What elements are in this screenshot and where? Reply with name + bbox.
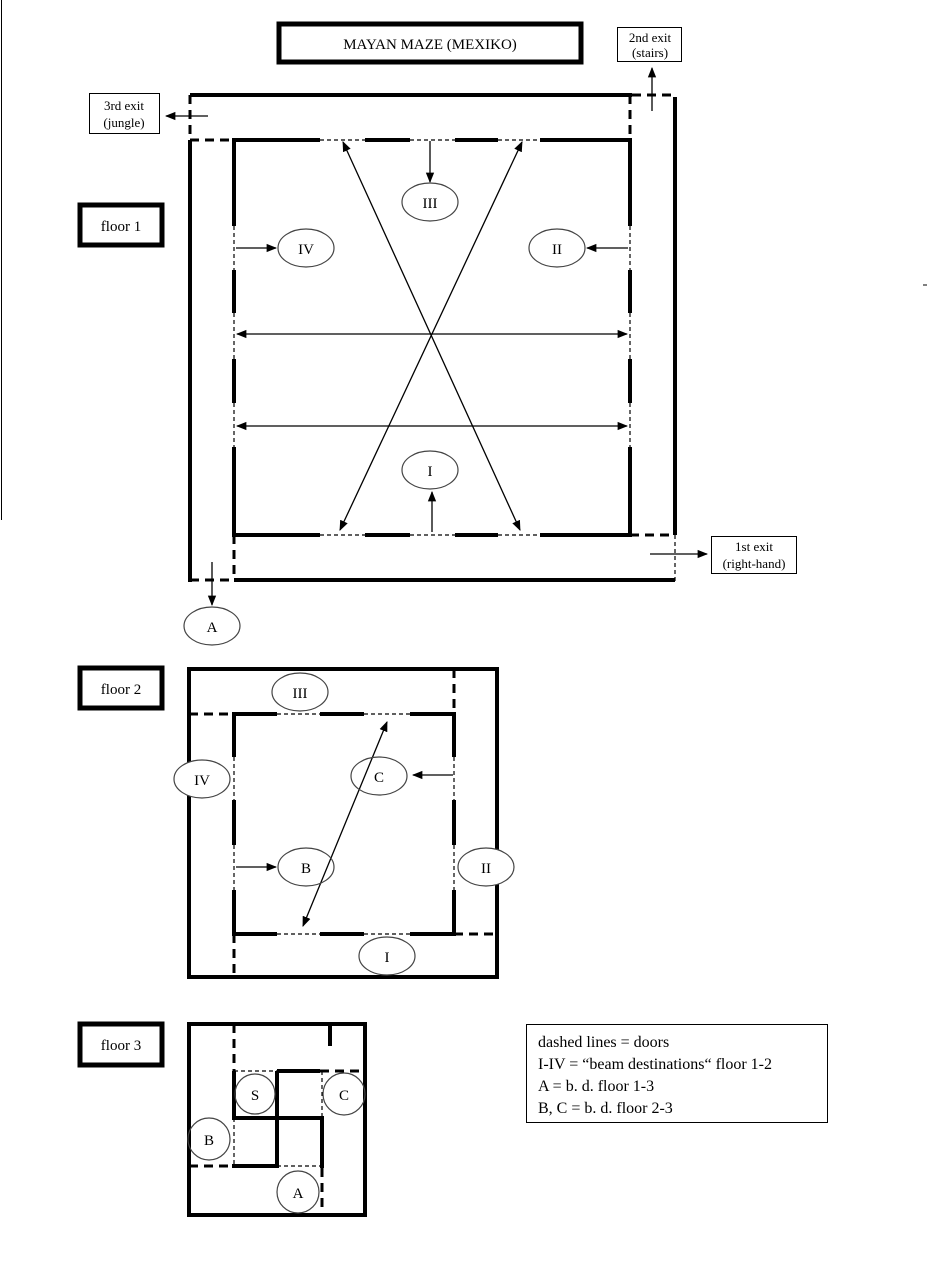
destination-A: A [276, 1170, 320, 1214]
svg-text:II: II [481, 861, 491, 877]
destination-II: II [457, 847, 515, 887]
page-title: MAYAN MAZE (MEXIKO) [343, 37, 517, 53]
svg-text:I: I [385, 950, 390, 966]
svg-text:A: A [207, 620, 218, 636]
floor-3-destinations: S C B A [187, 1072, 366, 1214]
exit-1st-box: 1st exit (right-hand) [711, 536, 797, 574]
legend-box: dashed lines = doors I-IV = “beam destin… [526, 1024, 828, 1123]
svg-text:(stairs): (stairs) [632, 45, 668, 60]
floor-2-plan [187, 667, 499, 979]
destination-C: C [350, 756, 408, 796]
destination-C: C [322, 1072, 366, 1116]
floor-1-arrows [164, 66, 709, 607]
exit-3rd-box: 3rd exit (jungle) [89, 93, 160, 134]
svg-text:1st exit: 1st exit [735, 539, 773, 554]
svg-text:III: III [423, 196, 438, 212]
svg-text:II: II [552, 242, 562, 258]
destination-I: I [358, 936, 416, 976]
legend-line: B, C = b. d. floor 2-3 [538, 1100, 673, 1117]
floor-1-destinations: III IV II I A [183, 182, 586, 646]
svg-text:III: III [293, 686, 308, 702]
destination-IV: IV [173, 759, 231, 799]
destination-A: A [183, 606, 241, 646]
title-box: MAYAN MAZE (MEXIKO) [276, 21, 584, 65]
legend-line: I-IV = “beam destinations“ floor 1-2 [538, 1056, 772, 1073]
svg-text:floor 2: floor 2 [101, 682, 141, 698]
floor-1-plan [188, 93, 677, 582]
floor-2-arrows [236, 721, 453, 927]
svg-text:IV: IV [194, 773, 210, 789]
svg-text:B: B [204, 1133, 214, 1149]
destination-IV: IV [277, 228, 335, 268]
destination-I: I [401, 450, 459, 490]
svg-text:IV: IV [298, 242, 314, 258]
svg-text:(right-hand): (right-hand) [723, 556, 786, 571]
destination-II: II [528, 228, 586, 268]
svg-text:C: C [374, 770, 384, 786]
legend-line: dashed lines = doors [538, 1034, 669, 1051]
floor-3-plan [187, 1022, 367, 1217]
destination-B: B [187, 1117, 231, 1161]
svg-text:3rd exit: 3rd exit [104, 98, 144, 113]
floor-3-label: floor 3 [77, 1021, 165, 1068]
destination-III: III [401, 182, 459, 222]
svg-text:floor 1: floor 1 [101, 219, 141, 235]
svg-text:I: I [428, 464, 433, 480]
svg-text:2nd exit: 2nd exit [629, 30, 672, 45]
svg-text:B: B [301, 861, 311, 877]
destination-III: III [271, 672, 329, 712]
legend-line: A = b. d. floor 1-3 [538, 1078, 654, 1095]
floor-1-label: floor 1 [77, 202, 165, 248]
floor-2-destinations: III IV C B II I [173, 672, 515, 976]
svg-text:C: C [339, 1088, 349, 1104]
beam-arrow [302, 721, 388, 927]
exit-2nd-box: 2nd exit (stairs) [617, 27, 682, 62]
floor-2-label: floor 2 [77, 665, 165, 711]
svg-text:(jungle): (jungle) [103, 115, 144, 130]
svg-text:S: S [251, 1088, 259, 1104]
start-S: S [234, 1073, 276, 1115]
svg-text:A: A [293, 1186, 304, 1202]
destination-B: B [277, 847, 335, 887]
svg-text:floor 3: floor 3 [101, 1038, 141, 1054]
